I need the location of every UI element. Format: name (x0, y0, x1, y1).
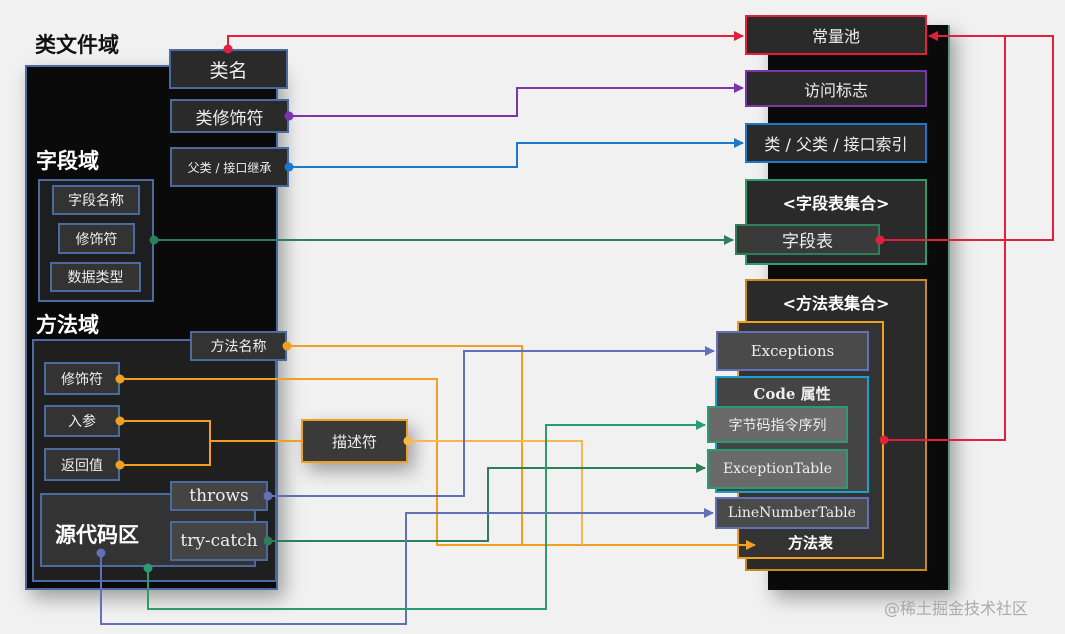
method-set-title: <方法表集合> (782, 294, 890, 313)
bytecode-sequence: 字节码指令序列 (707, 406, 848, 443)
field-data-type: 数据类型 (50, 262, 141, 292)
class-name-link (223, 31, 744, 54)
exceptions-attr: Exceptions (716, 331, 869, 371)
field-table-link (875, 31, 1054, 245)
line-number-table: LineNumberTable (715, 497, 869, 529)
constant-pool: 常量池 (745, 15, 927, 55)
try-catch-link (263, 463, 706, 546)
class-modifier: 类修饰符 (170, 99, 289, 133)
class-modifier-link (284, 83, 744, 121)
source-area-label: 源代码区 (55, 523, 139, 547)
source-line-number-link (96, 508, 714, 625)
method-table-link (879, 36, 1006, 445)
class-index: 类 / 父类 / 接口索引 (745, 123, 927, 163)
super-interface: 父类 / 接口继承 (170, 147, 289, 187)
field-modifier-link (149, 235, 734, 245)
watermark: @稀土掘金技术社区 (884, 599, 1029, 618)
method-name: 方法名称 (190, 331, 287, 361)
method-name-link (282, 341, 756, 550)
method-params: 入参 (44, 405, 120, 437)
params-return-link (115, 416, 301, 470)
throws-link (263, 346, 715, 501)
method-modifier: 修饰符 (44, 362, 120, 395)
method-modifier-link (115, 374, 522, 546)
field-modifier: 修饰符 (58, 223, 135, 254)
throws: throws (170, 481, 268, 511)
source-bytecode-link (143, 420, 706, 610)
method-domain-title: 方法域 (36, 313, 99, 337)
field-domain-title: 字段域 (36, 149, 99, 173)
method-return: 返回值 (44, 448, 120, 481)
code-attr-title: Code 属性 (753, 385, 831, 403)
exception-table: ExceptionTable (707, 449, 848, 489)
field-table: 字段表 (735, 224, 880, 255)
method-table-label: 方法表 (787, 534, 833, 552)
field-name: 字段名称 (52, 185, 140, 215)
class-file-domain-title: 类文件域 (35, 33, 119, 57)
field-set-title: <字段表集合> (782, 194, 890, 213)
class-name: 类名 (169, 49, 288, 89)
access-flags: 访问标志 (745, 70, 927, 107)
super-interface-link (284, 138, 744, 172)
descriptor-link (403, 436, 583, 545)
